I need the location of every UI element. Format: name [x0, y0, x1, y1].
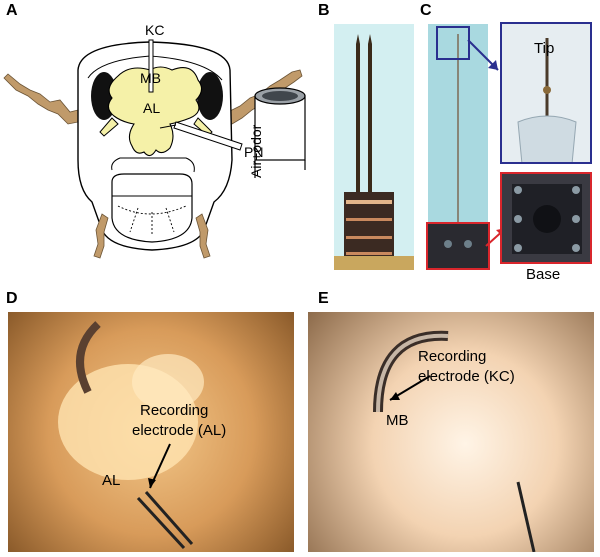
- kc-electrode: [148, 39, 154, 93]
- panel-label-e: E: [318, 290, 329, 307]
- label-recording-kc-1: Recording: [418, 348, 487, 365]
- label-mb-photo: MB: [386, 412, 409, 429]
- panel-label-b: B: [318, 2, 330, 19]
- right-eye: [197, 72, 223, 120]
- panel-label-a: A: [6, 2, 18, 19]
- palp-right: [195, 213, 211, 259]
- label-tip: Tip: [534, 40, 555, 57]
- arrow-al: [148, 443, 171, 489]
- label-al-photo: AL: [102, 472, 121, 489]
- kc-recording-photo: [308, 312, 594, 552]
- label-recording-kc-2: electrode (KC): [418, 368, 515, 385]
- label-recording-al-2: electrode (AL): [132, 422, 227, 439]
- tip-highlight-box: [436, 26, 470, 60]
- label-base: Base: [526, 266, 561, 283]
- odor-tube: [254, 87, 306, 178]
- label-kc: KC: [145, 22, 165, 38]
- label-pn: PN: [244, 144, 264, 160]
- base-inset: [500, 172, 592, 264]
- arrow-kc: [389, 375, 431, 401]
- left-antenna: [3, 73, 93, 129]
- base-highlight-box: [426, 222, 490, 270]
- palp-left: [93, 213, 109, 259]
- tetrode-photo: [428, 24, 488, 270]
- panel-label-c: C: [420, 2, 432, 19]
- panel-label-d: D: [6, 290, 18, 307]
- al-recording-photo: [8, 312, 294, 552]
- pn-electrode: [173, 121, 243, 151]
- label-recording-al-1: Recording: [140, 402, 209, 419]
- labrum: [111, 173, 193, 243]
- label-al: AL: [143, 100, 161, 116]
- head-schematic: [3, 39, 306, 259]
- label-mb: MB: [140, 70, 161, 86]
- tip-inset: [500, 22, 592, 164]
- brain: [107, 66, 203, 157]
- probe-photo: [334, 24, 414, 270]
- label-air-odor: Air+odor: [248, 124, 264, 178]
